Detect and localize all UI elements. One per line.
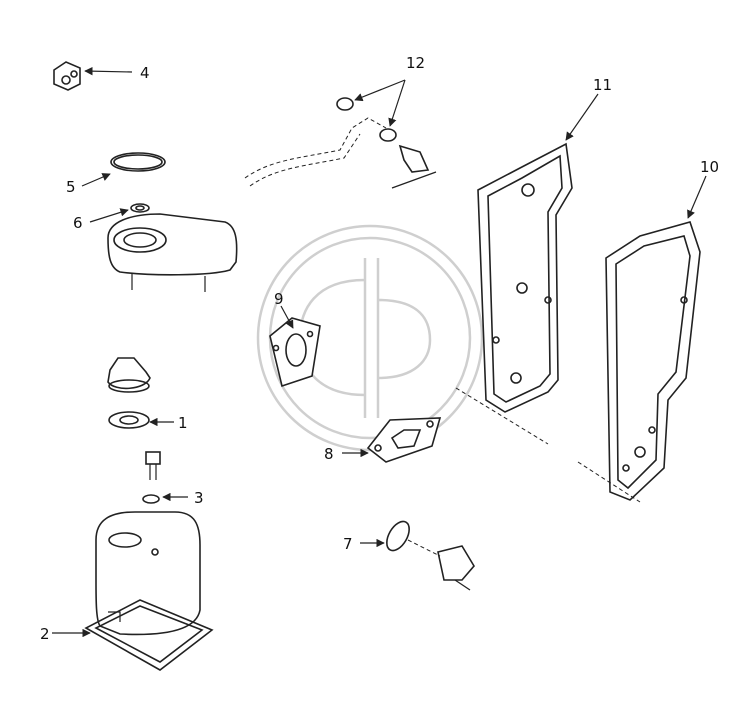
callout-8: 8 <box>324 445 334 463</box>
callout-labels: 4 5 6 1 3 2 7 8 9 12 11 10 <box>40 54 719 643</box>
part-cover-gasket-11 <box>455 142 573 445</box>
part-small-oring <box>142 494 160 504</box>
part-clip <box>53 61 81 91</box>
part-base-gasket <box>84 599 214 671</box>
leader-lines <box>52 66 707 638</box>
part-filter-housing <box>95 511 201 636</box>
part-seal-ring <box>110 152 166 172</box>
callout-7: 7 <box>343 535 353 553</box>
part-tube-assembly <box>244 97 437 189</box>
callout-6: 6 <box>73 214 83 232</box>
part-drain-plug <box>407 539 475 591</box>
part-flange-gasket-9 <box>269 317 321 388</box>
callout-5: 5 <box>66 178 76 196</box>
part-breather-housing <box>107 213 238 292</box>
callout-4: 4 <box>140 64 150 82</box>
part-filler-cap <box>107 357 151 393</box>
callout-2: 2 <box>40 625 50 643</box>
part-cap-gasket <box>108 411 150 429</box>
callout-11: 11 <box>593 76 612 94</box>
callout-10: 10 <box>700 158 719 176</box>
part-flange-gasket-8 <box>366 417 442 463</box>
part-cover-gasket-10 <box>577 221 701 503</box>
callout-1: 1 <box>178 414 188 432</box>
part-oring-7 <box>386 520 410 552</box>
part-screw <box>145 451 161 480</box>
callout-9: 9 <box>274 290 284 308</box>
callout-12: 12 <box>406 54 425 72</box>
callout-3: 3 <box>194 489 204 507</box>
part-small-washer <box>130 203 150 213</box>
